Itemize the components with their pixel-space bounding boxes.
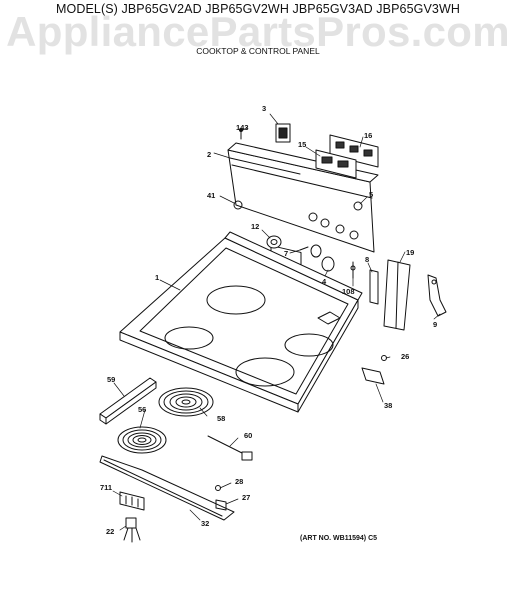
callout-4: 4 <box>322 277 327 286</box>
model-list: MODEL(S) JBP65GV2AD JBP65GV2WH JBP65GV3A… <box>56 2 460 16</box>
surface-element-part-56 <box>117 426 167 454</box>
wire-harness-part-22 <box>123 517 141 543</box>
callout-28: 28 <box>235 477 243 486</box>
art-number: (ART NO. WB11594) C5 <box>300 535 378 542</box>
leader-lines <box>112 113 441 531</box>
bracket-part-8 <box>369 269 379 305</box>
callout-2: 2 <box>207 150 211 159</box>
callout-8: 8 <box>365 255 369 264</box>
callout-15: 15 <box>298 140 306 149</box>
callout-3: 3 <box>262 104 266 113</box>
clip-part-41 <box>233 200 243 210</box>
callout-9: 9 <box>433 320 437 329</box>
knob-part-5 <box>353 201 363 211</box>
knob-part-12 <box>266 235 282 249</box>
clip-part-27 <box>215 499 227 511</box>
terminal-block-part-711 <box>119 491 145 511</box>
callout-711: 711 <box>100 483 112 492</box>
knob-part-4 <box>310 244 335 272</box>
cooktop-part <box>119 231 363 413</box>
overlay-part <box>315 149 357 179</box>
callout-143: 143 <box>236 123 249 132</box>
watermark: AppliancePartsPros.com <box>6 8 510 55</box>
drip-pan-bracket-part-32 <box>99 455 235 521</box>
callout-60: 60 <box>244 431 252 440</box>
fastener-part-108 <box>350 261 356 279</box>
callout-5: 5 <box>369 190 373 199</box>
diagram-subtitle: COOKTOP & CONTROL PANEL <box>196 46 320 56</box>
callout-41: 41 <box>207 191 215 200</box>
callout-12: 12 <box>251 222 259 231</box>
callout-58: 58 <box>217 414 225 423</box>
hinge-part-9 <box>427 274 447 317</box>
callout-16: 16 <box>364 131 372 140</box>
wire-part-60 <box>207 435 253 461</box>
callout-7: 7 <box>284 249 288 258</box>
spring-part-7 <box>299 246 309 251</box>
callout-59: 59 <box>107 375 115 384</box>
callout-26: 26 <box>401 352 409 361</box>
bracket-part-19 <box>383 259 411 331</box>
callout-19: 19 <box>406 248 414 257</box>
callout-27: 27 <box>242 493 250 502</box>
control-switch-part <box>275 123 291 143</box>
callout-22: 22 <box>106 527 114 536</box>
callout-labels: 2 3 143 16 15 5 41 12 7 4 108 8 19 9 1 2… <box>100 104 437 536</box>
callout-38: 38 <box>384 401 392 410</box>
surface-element-part-58 <box>158 387 214 417</box>
callout-32: 32 <box>201 519 209 528</box>
callout-56: 56 <box>138 405 146 414</box>
support-rail-part-59 <box>99 377 157 425</box>
clip-part-38 <box>361 367 385 385</box>
control-board-part <box>329 134 379 168</box>
callout-1: 1 <box>155 273 159 282</box>
callout-108: 108 <box>342 287 355 296</box>
